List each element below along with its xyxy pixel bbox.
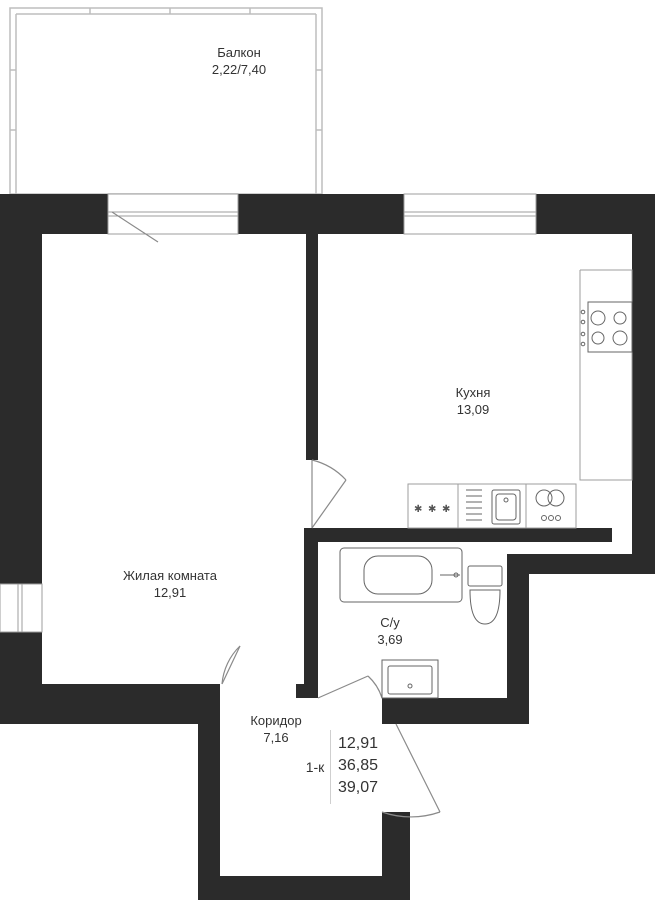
room-name: Кухня [455, 385, 491, 400]
room-area: 12,91 [153, 585, 187, 600]
balcony-outline [9, 7, 323, 195]
bathtub-icon [339, 547, 463, 603]
walls [0, 194, 655, 900]
room-label-kitchen: Кухня 13,09 [456, 384, 491, 418]
toilet-icon [467, 565, 503, 625]
svg-text:✱: ✱ [414, 504, 422, 515]
room-name: Балкон [217, 45, 261, 60]
door-swing-icon [111, 211, 441, 818]
room-name: Коридор [250, 713, 302, 728]
room-area: 3,69 [377, 632, 403, 647]
apartment-summary: 1-к 12,91 36,85 39,07 [300, 730, 396, 804]
stove-icon [580, 301, 633, 353]
ventilation-duct-icon [452, 542, 600, 698]
room-label-balcony: Балкон 2,22/7,40 [212, 44, 266, 78]
total-area-value: 39,07 [338, 779, 379, 796]
washing-machine-icon [535, 489, 565, 521]
kitchen-counter [407, 269, 633, 529]
room-area: 7,16 [263, 730, 289, 745]
svg-text:✱: ✱ [442, 504, 450, 515]
window-icon [0, 193, 537, 633]
area-values: 12,91 36,85 39,07 [338, 733, 378, 799]
room-area: 13,09 [456, 402, 490, 417]
sink-icon [466, 489, 521, 525]
cooktop-icon: ✱ ✱ ✱ [414, 504, 450, 515]
usable-area-value: 36,85 [338, 757, 379, 774]
room-name: С/у [380, 615, 400, 630]
living-area-value: 12,91 [338, 735, 379, 752]
room-label-corridor: Коридор 7,16 [250, 712, 301, 746]
room-area: 2,22/7,40 [211, 62, 267, 77]
washbasin-icon [381, 659, 439, 699]
apartment-type: 1-к [300, 730, 331, 804]
svg-text:✱: ✱ [428, 504, 436, 515]
room-label-bathroom: С/у 3,69 [377, 614, 402, 648]
room-name: Жилая комната [123, 568, 217, 583]
room-label-living: Жилая комната 12,91 [123, 567, 217, 601]
